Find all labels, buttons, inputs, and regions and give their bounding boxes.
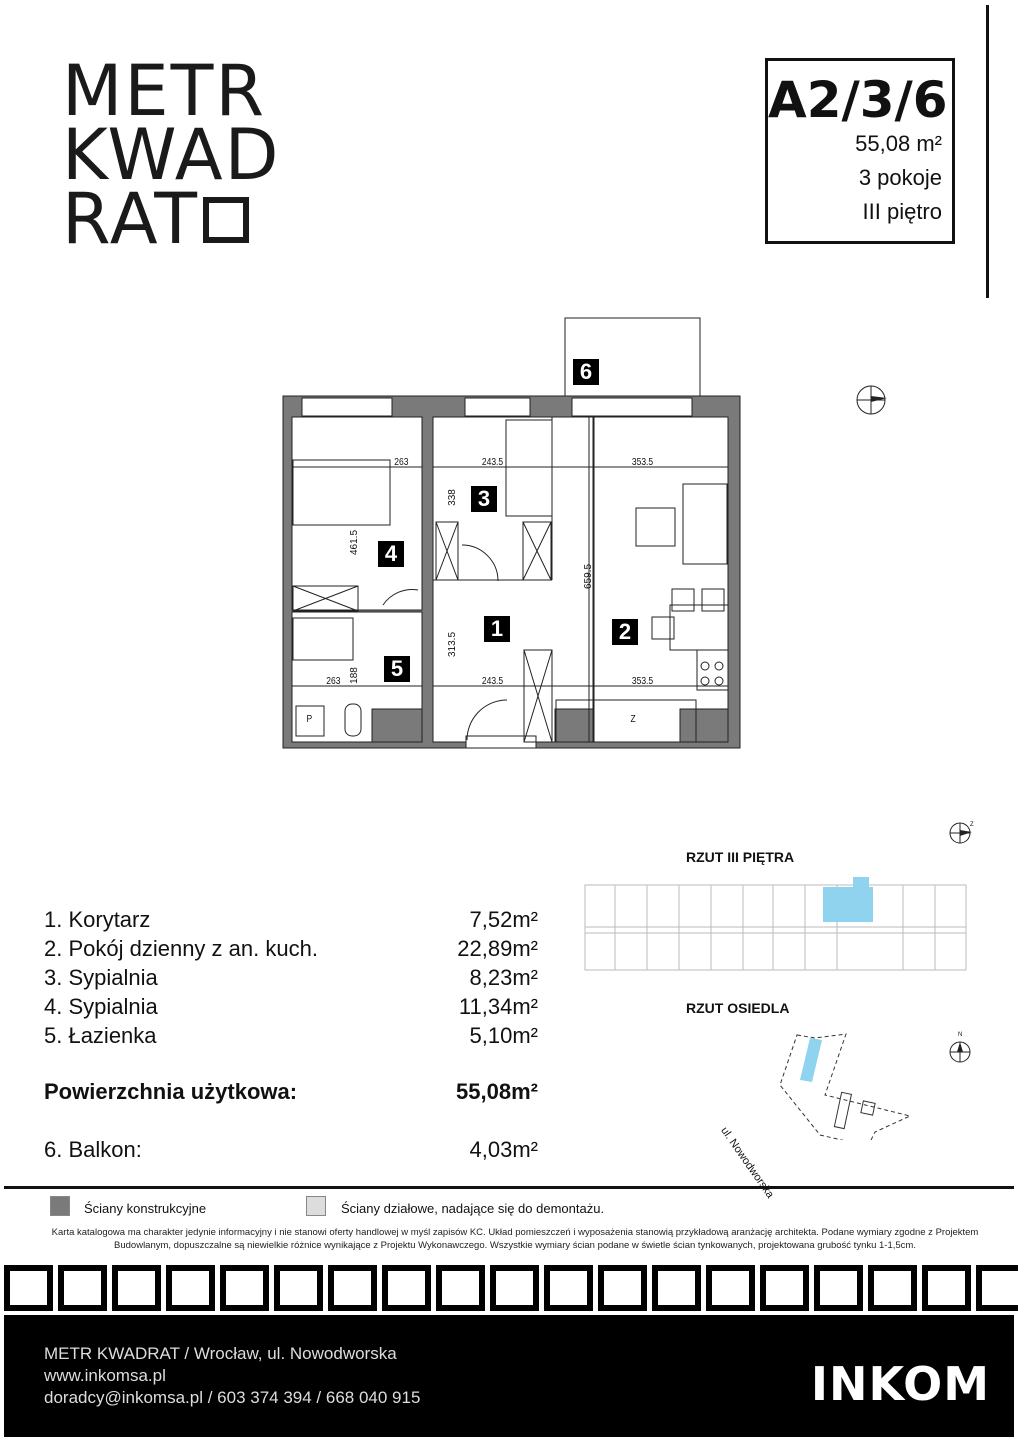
legend-structural: Ściany konstrukcyjne xyxy=(84,1201,207,1216)
vertical-divider xyxy=(986,5,989,298)
window-frame-icon xyxy=(58,1265,107,1311)
floor-plan: 6 3 4 1 2 5 263 243.5 353.5 338 461.5 65… xyxy=(282,317,887,749)
room-row: 2. Pokój dzienny z an. kuch. 22,89m² xyxy=(44,936,538,962)
room-row: 1. Korytarz 7,52m² xyxy=(44,907,538,933)
dim-label: 188 xyxy=(348,667,360,684)
window-frame-icon xyxy=(382,1265,431,1311)
apartment-area: 55,08 m² xyxy=(855,131,942,156)
legend-partition: Ściany działowe, nadające się do demonta… xyxy=(341,1201,605,1216)
window-frame-icon xyxy=(922,1265,971,1311)
room-name: 3. Sypialnia xyxy=(44,965,158,990)
window-frame-icon xyxy=(652,1265,701,1311)
footer-website[interactable]: www.inkomsa.pl xyxy=(44,1366,166,1385)
dim-label: 461.5 xyxy=(349,529,361,556)
logo-line-3-text: RAT xyxy=(62,178,200,260)
floor-plan-drawing xyxy=(282,317,741,749)
window-frame-icon xyxy=(436,1265,485,1311)
window-frame-icon xyxy=(490,1265,539,1311)
apartment-rooms: 3 pokoje xyxy=(858,165,942,190)
room-badge-6: 6 xyxy=(573,359,599,385)
footer: METR KWADRAT / Wrocław, ul. Nowodworska … xyxy=(4,1315,1014,1437)
apartment-floor: III piętro xyxy=(862,199,942,224)
room-badge-4: 4 xyxy=(378,541,404,567)
room-area: 8,23m² xyxy=(469,965,538,990)
dim-label: 263 xyxy=(326,676,341,687)
window-frame-icon xyxy=(598,1265,647,1311)
dim-label: 243.5 xyxy=(481,457,504,468)
apartment-info-box: A2/3/6 55,08 m² 3 pokoje III piętro xyxy=(765,58,955,244)
dim-label: 313.5 xyxy=(447,631,459,658)
dim-label: 338 xyxy=(446,489,458,506)
room-row: 5. Łazienka 5,10m² xyxy=(44,1023,538,1049)
window-frame-icon xyxy=(976,1265,1018,1311)
window-frame-icon xyxy=(112,1265,161,1311)
balcony-outline xyxy=(564,317,701,399)
dim-label: 353.5 xyxy=(631,457,654,468)
room-area: 11,34m² xyxy=(458,994,538,1019)
room-name: 1. Korytarz xyxy=(44,907,151,932)
room-badge-3: 3 xyxy=(471,486,497,512)
apartment-code: A2/3/6 xyxy=(768,71,948,129)
window-frame-icon xyxy=(4,1265,53,1311)
floor-map-title: RZUT III PIĘTRA xyxy=(686,849,795,865)
north-label: N xyxy=(958,1032,963,1038)
window-frame-icon xyxy=(868,1265,917,1311)
room-badge-2: 2 xyxy=(612,619,638,645)
estate-plan xyxy=(779,1033,912,1140)
structural-wall-swatch xyxy=(50,1196,70,1216)
room-name: 4. Sypialnia xyxy=(44,994,158,1019)
compass-icon xyxy=(856,385,887,415)
dim-label: 243.5 xyxy=(481,676,504,687)
room-name: 5. Łazienka xyxy=(44,1023,157,1048)
window-frame-icon xyxy=(760,1265,809,1311)
window-frame-icon xyxy=(814,1265,863,1311)
estate-map-title: RZUT OSIEDLA xyxy=(686,1000,790,1016)
disclaimer: Karta katalogowa ma charakter jedynie in… xyxy=(51,1227,979,1251)
logo-line-1: METR xyxy=(62,50,267,132)
logo-line-2: KWAD xyxy=(62,114,281,196)
room-2-area xyxy=(593,416,729,743)
north-arrow-icon xyxy=(949,1041,971,1063)
logo-square-icon xyxy=(203,197,250,243)
balcony-row: 6. Balkon: 4,03m² xyxy=(44,1137,538,1163)
legend-divider xyxy=(4,1186,1014,1189)
room-4-area xyxy=(291,416,423,611)
room-row: 4. Sypialnia 11,34m² xyxy=(44,994,538,1020)
decorative-window-strip xyxy=(4,1265,1018,1311)
room-name: 2. Pokój dzienny z an. kuch. xyxy=(44,936,318,961)
floor-key-plan xyxy=(584,877,967,971)
room-badge-1: 1 xyxy=(484,616,510,642)
room-row: 3. Sypialnia 8,23m² xyxy=(44,965,538,991)
balcony-name: 6. Balkon: xyxy=(44,1137,142,1162)
window-frame-icon xyxy=(706,1265,755,1311)
room-badge-5: 5 xyxy=(384,656,410,682)
apartment-highlight xyxy=(823,887,873,922)
footer-contact[interactable]: doradcy@inkomsa.pl / 603 374 394 / 668 0… xyxy=(44,1388,421,1407)
window-frame-icon xyxy=(328,1265,377,1311)
window-frame-icon xyxy=(166,1265,215,1311)
fridge-label: Z xyxy=(630,714,636,725)
compass-icon xyxy=(949,822,972,844)
washer-label: P xyxy=(306,714,313,725)
total-area: 55,08m² xyxy=(456,1079,538,1104)
window-frame-icon xyxy=(220,1265,269,1311)
balcony-area: 4,03m² xyxy=(469,1137,538,1162)
footer-address: METR KWADRAT / Wrocław, ul. Nowodworska xyxy=(44,1344,397,1363)
total-area-row: Powierzchnia użytkowa: 55,08m² xyxy=(44,1079,538,1105)
partition-wall-swatch xyxy=(306,1196,326,1216)
dim-label: 659.5 xyxy=(583,563,595,590)
room-area: 7,52m² xyxy=(469,907,538,932)
room-area: 22,89m² xyxy=(457,936,538,961)
dim-label: 263 xyxy=(394,457,409,468)
window-frame-icon xyxy=(544,1265,593,1311)
room-area: 5,10m² xyxy=(469,1023,538,1048)
total-label: Powierzchnia użytkowa: xyxy=(44,1079,298,1104)
inkom-logo: INKOM xyxy=(810,1357,990,1411)
street-label: ul. Nowodworska xyxy=(718,1125,777,1201)
compass-label: Z xyxy=(970,822,974,828)
window-frame-icon xyxy=(274,1265,323,1311)
logo-line-3: RAT xyxy=(62,184,250,254)
dim-label: 353.5 xyxy=(631,676,654,687)
